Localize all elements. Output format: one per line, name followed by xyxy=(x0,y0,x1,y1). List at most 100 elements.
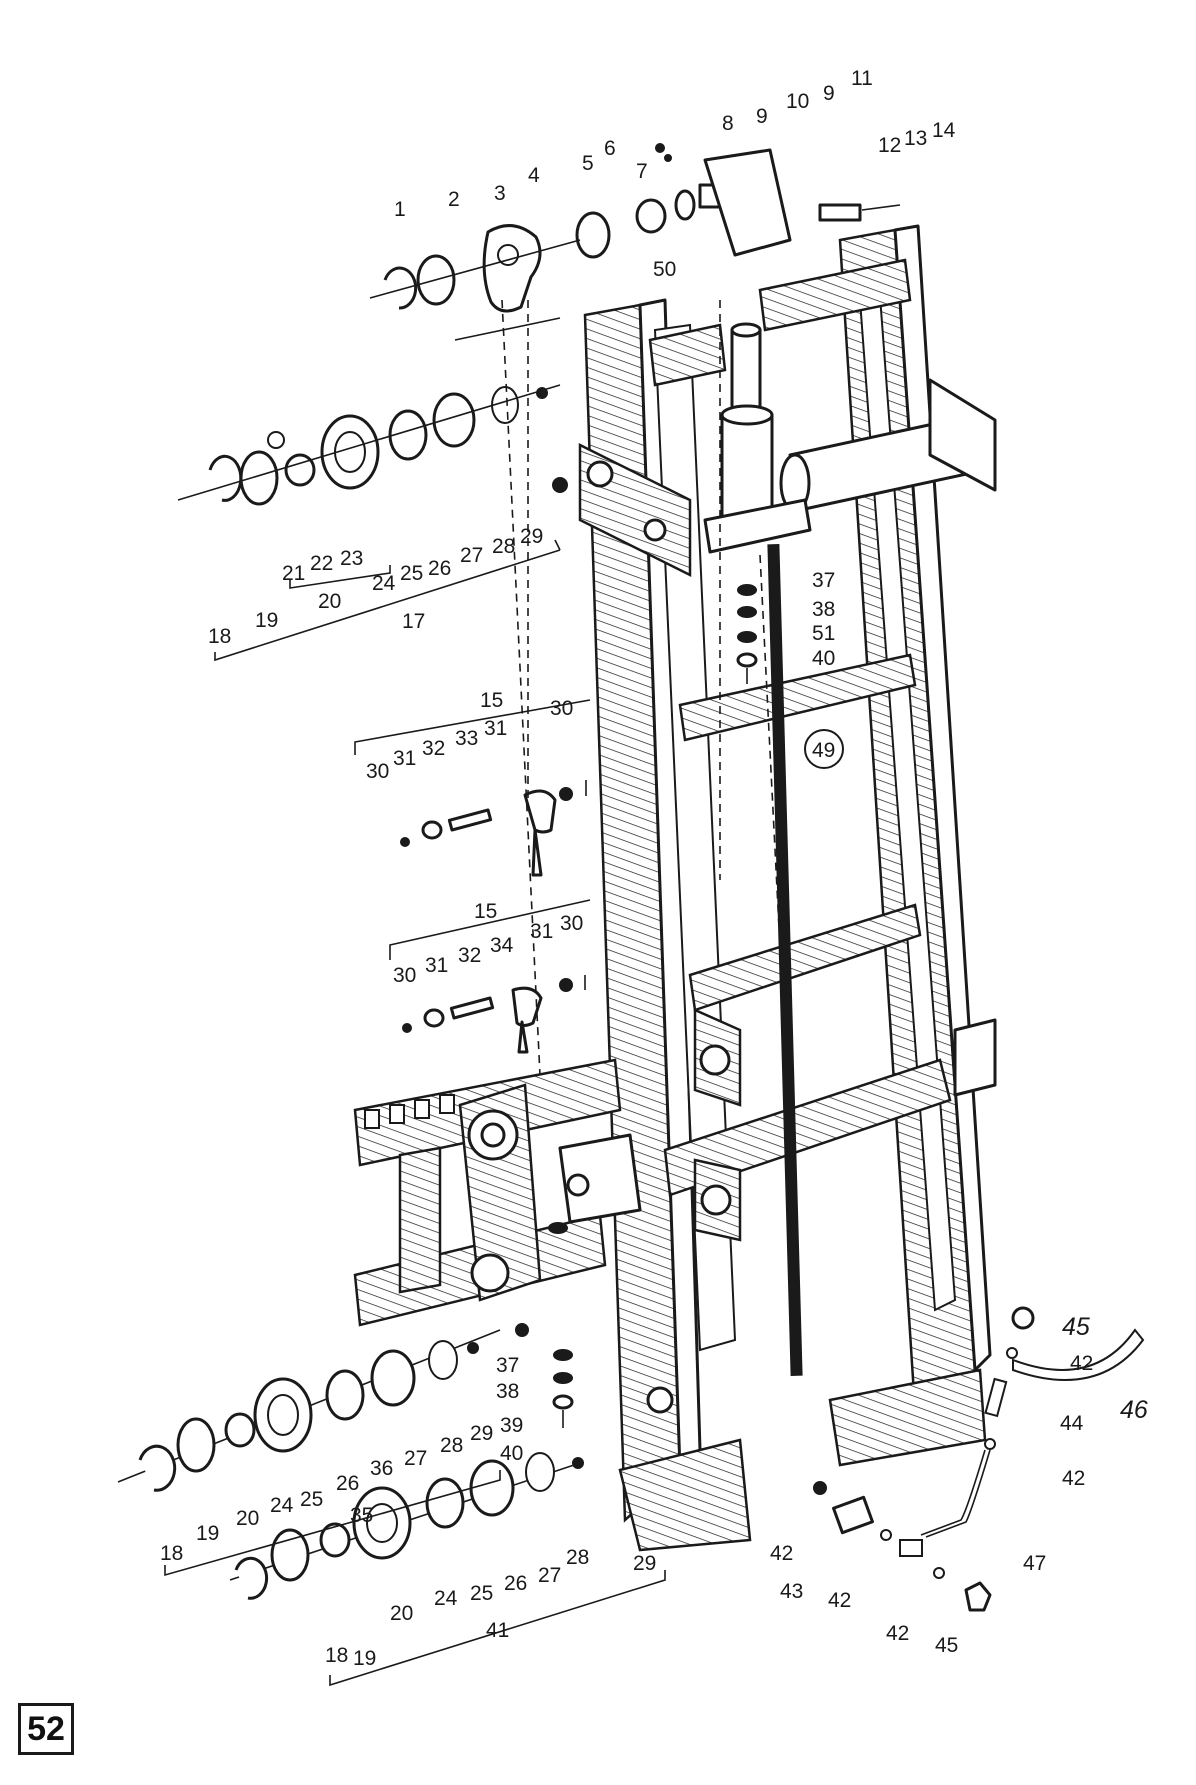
callout: 36 xyxy=(370,1457,393,1480)
callout: 34 xyxy=(490,934,514,957)
callout: 42 xyxy=(886,1622,909,1645)
part-46-hose xyxy=(1012,1328,1145,1381)
callout: 44 xyxy=(1060,1412,1084,1435)
pin-group-15-upper xyxy=(400,780,587,877)
cylinder-mount-bracket xyxy=(703,498,812,554)
callout: 10 xyxy=(786,90,809,113)
mast-right-trunnion xyxy=(928,378,997,492)
callout: 20 xyxy=(318,590,341,613)
pin-group-15-lower xyxy=(402,975,586,1054)
group-41-part-26-race xyxy=(469,1459,515,1517)
callout: 38 xyxy=(496,1380,519,1403)
callout: 25 xyxy=(300,1488,323,1511)
callout: 39 xyxy=(500,1414,523,1437)
callout: 38 xyxy=(812,598,835,621)
callout: 9 xyxy=(756,105,768,128)
group-35-part-26-race xyxy=(370,1349,416,1407)
callout: 50 xyxy=(653,258,676,281)
callout: 8 xyxy=(722,112,734,135)
callout: 41 xyxy=(486,1619,509,1642)
part-44-fitting xyxy=(984,1377,1008,1418)
part-50-washer xyxy=(674,189,696,221)
callout: 27 xyxy=(538,1564,561,1587)
callout: 15 xyxy=(474,900,497,923)
group-35-part-27-shim xyxy=(428,1340,458,1380)
roller-group-35 xyxy=(117,1329,501,1492)
callout: 27 xyxy=(460,544,483,567)
group-15-lower-pin xyxy=(449,996,495,1020)
callout: 32 xyxy=(422,737,445,760)
callout: 19 xyxy=(255,609,278,632)
callout: 42 xyxy=(1062,1467,1085,1490)
callout: 11 xyxy=(851,67,873,90)
callout: 15 xyxy=(480,689,503,712)
callout: 20 xyxy=(236,1507,259,1530)
callout: 29 xyxy=(470,1422,493,1445)
part-45-bolt-bottom xyxy=(964,1581,992,1612)
part-34-chain-anchor xyxy=(511,986,543,1054)
outer-mast-top-plate-left xyxy=(648,323,727,387)
callout: 35 xyxy=(350,1504,373,1527)
callout: 29 xyxy=(520,525,543,548)
callout: 49 xyxy=(812,739,835,762)
page-number: 52 xyxy=(18,1703,74,1755)
lift-chain xyxy=(767,543,803,1377)
group-35-part-25-needle-bearing xyxy=(325,1369,365,1421)
callout: 2 xyxy=(448,188,460,211)
group-17-part-22-eccentric xyxy=(284,453,316,487)
callout: 25 xyxy=(400,562,423,585)
callout: 47 xyxy=(1023,1552,1046,1575)
callout: 28 xyxy=(566,1546,589,1569)
group-15-upper-pin xyxy=(447,808,493,832)
callout: 3 xyxy=(494,182,506,205)
callout: 43 xyxy=(780,1580,803,1603)
top-pulley-group xyxy=(369,143,901,341)
callout: 37 xyxy=(812,569,835,592)
part-1-snap-ring xyxy=(383,266,418,310)
callout: 26 xyxy=(428,557,451,580)
callout: 42 xyxy=(1070,1352,1093,1375)
callout: 14 xyxy=(932,119,956,142)
callout: 33 xyxy=(455,727,478,750)
callout: 6 xyxy=(604,137,616,160)
callout: 26 xyxy=(336,1472,359,1495)
callout-numbers: 1 2 3 4 5 6 7 8 9 10 9 11 12 13 14 50 21… xyxy=(160,67,1148,1670)
callout: 9 xyxy=(823,82,835,105)
roller-group-41 xyxy=(229,1452,584,1600)
part-43-valve xyxy=(832,1495,874,1535)
callout: 31 xyxy=(393,747,416,770)
callout: 24 xyxy=(372,572,396,595)
callout: 40 xyxy=(500,1442,523,1465)
callout: 31 xyxy=(425,954,448,977)
callout: 30 xyxy=(550,697,573,720)
callout: 5 xyxy=(582,152,594,175)
group-41-part-19-plate xyxy=(270,1528,310,1582)
mast-crossmember-middle xyxy=(688,903,922,1012)
fork-carriage xyxy=(353,1058,642,1327)
callout: 37 xyxy=(496,1354,519,1377)
callout: 26 xyxy=(504,1572,527,1595)
callout: 31 xyxy=(484,717,507,740)
callout: 18 xyxy=(160,1542,183,1565)
group-35-part-20-eccentric xyxy=(224,1412,256,1448)
group-41-part-20-eccentric xyxy=(319,1522,351,1558)
callout: 13 xyxy=(904,127,927,150)
group-17-part-18-snap-ring xyxy=(208,454,243,502)
group-41-part-18-snap-ring xyxy=(234,1556,269,1600)
mast-base-right-foot xyxy=(828,1368,987,1467)
callout: 12 xyxy=(878,134,901,157)
mast-base-foot xyxy=(618,1438,752,1552)
part-11-plate xyxy=(818,203,862,222)
mast-right-lower-bracket xyxy=(953,1018,997,1097)
callout: 42 xyxy=(828,1589,851,1612)
outer-mast-top-plate-right xyxy=(758,258,912,332)
washer-stack-upper xyxy=(736,584,758,684)
callout: 29 xyxy=(633,1552,656,1575)
callout: 40 xyxy=(812,647,835,670)
callout: 30 xyxy=(560,912,583,935)
callout: 21 xyxy=(282,562,305,585)
callout: 42 xyxy=(770,1542,793,1565)
part-5-bushing xyxy=(635,198,667,234)
callout: 32 xyxy=(458,944,481,967)
